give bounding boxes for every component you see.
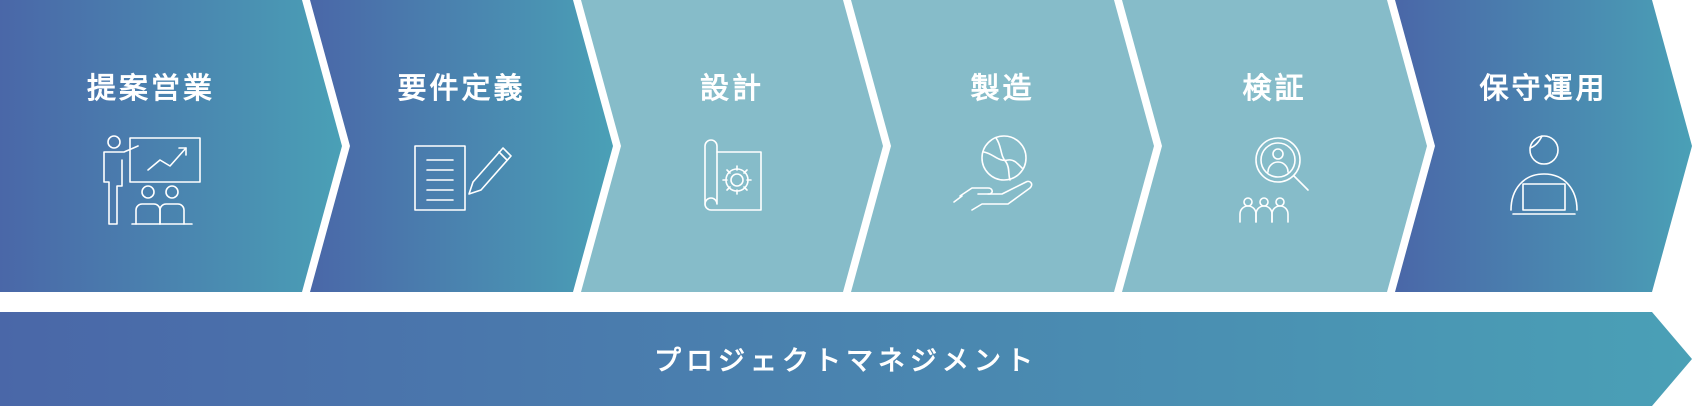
step-requirements: 要件定義 <box>330 0 593 292</box>
globe-in-hand-icon <box>952 135 1032 211</box>
step-shape-4 <box>851 0 1154 292</box>
step-verification: 検証 <box>1142 0 1407 292</box>
document-pencil-icon <box>413 145 512 211</box>
magnifier-people-icon <box>1238 137 1309 223</box>
step-shape-3 <box>581 0 883 292</box>
step-shape-6 <box>1395 0 1692 292</box>
step-label-requirements: 要件定義 <box>397 71 526 105</box>
step-label-verification: 検証 <box>1242 71 1307 105</box>
step-shape-1 <box>0 0 342 292</box>
step-design: 設計 <box>601 0 863 292</box>
project-management-label: プロジェクトマネジメント <box>654 346 1038 377</box>
step-label-manufacturing: 製造 <box>970 71 1035 105</box>
step-proposal-sales: 提案営業 <box>0 0 302 292</box>
step-label-design: 設計 <box>699 71 764 105</box>
step-label-maintenance: 保守運用 <box>1479 71 1608 105</box>
step-label-proposal-sales: 提案営業 <box>86 71 215 105</box>
presentation-icon <box>103 135 201 225</box>
step-shape-5 <box>1122 0 1427 292</box>
project-management-bar <box>0 312 1692 406</box>
person-laptop-icon <box>1509 135 1578 215</box>
step-maintenance: 保守運用 <box>1415 0 1672 292</box>
blueprint-gear-icon <box>704 139 762 211</box>
step-manufacturing: 製造 <box>871 0 1134 292</box>
